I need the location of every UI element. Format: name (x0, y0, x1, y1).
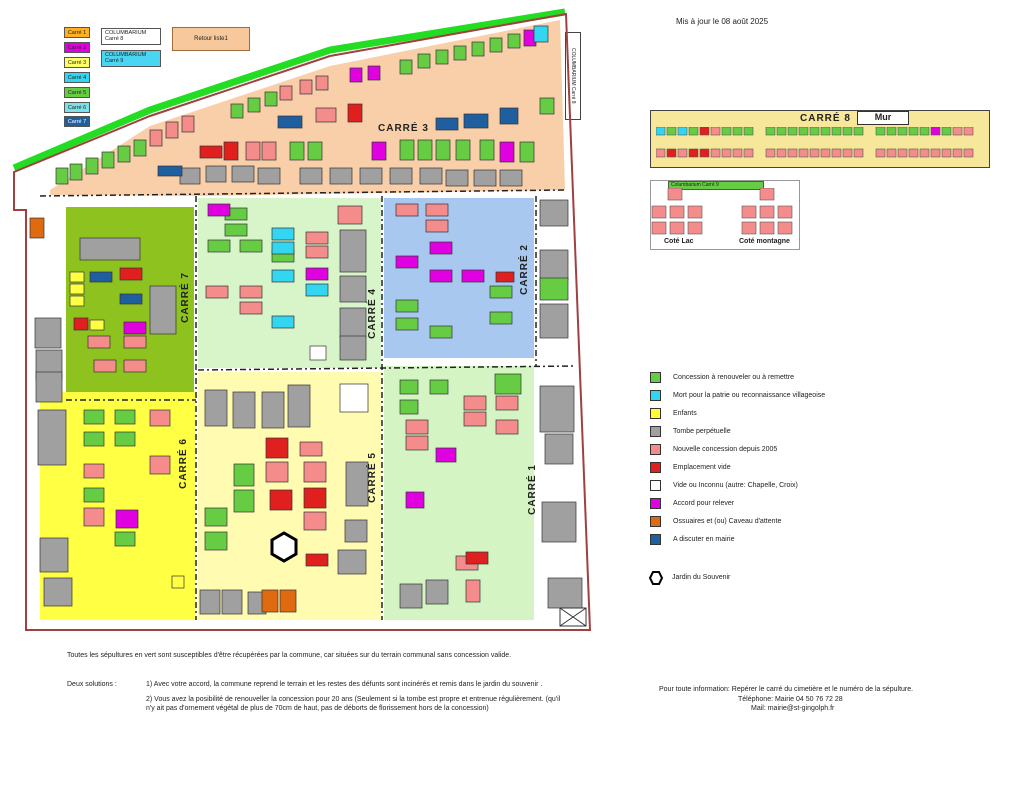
children-plots (69, 271, 185, 589)
footer-info1: Pour toute information: Repérer le carré… (659, 686, 914, 693)
legend-swatch (650, 516, 661, 527)
legend-jardin: Jardin du Souvenir (672, 574, 731, 581)
legend-label: Accord pour relever (673, 500, 735, 507)
label-carre1: CARRÉ 1 (527, 464, 538, 515)
carre8-panel (650, 110, 990, 168)
retour-button[interactable]: Retour liste1 (172, 27, 250, 51)
legend-ossuaires: Ossuaires et (ou) Caveau d'attente (650, 516, 781, 527)
chip-carre1[interactable]: Carré 1 (64, 27, 90, 38)
legend-label: Ossuaires et (ou) Caveau d'attente (673, 518, 782, 525)
carre9-montagne: Coté montagne (739, 238, 790, 245)
label-carre3: CARRÉ 3 (378, 123, 429, 134)
col8-line2: Carré 8 (105, 36, 124, 42)
col8-line1: COLUMBARIUM (105, 30, 147, 36)
col9-line2: Carré 9 (105, 58, 124, 64)
legend-swatch (650, 426, 661, 437)
chip-carre3[interactable]: Carré 3 (64, 57, 90, 68)
mur-label: Mur (857, 111, 909, 125)
legend-label: Vide ou Inconnu (autre: Chapelle, Croix) (673, 482, 798, 489)
chip-carre6[interactable]: Carré 6 (64, 102, 90, 113)
carre9-cells (651, 188, 793, 235)
legend-swatch (650, 372, 661, 383)
carre9-title: Columbarium Carré 9 (668, 181, 764, 190)
label-carre4: CARRÉ 4 (367, 288, 378, 339)
accord-plots (115, 29, 537, 529)
footer-sol2b: n'y ait pas d'ornement végétal de plus d… (146, 705, 489, 712)
renew-concessions (55, 33, 569, 551)
ossuaire-plots (29, 217, 297, 613)
legend-swatch (650, 480, 661, 491)
legend-swatch (650, 390, 661, 401)
new-concessions (83, 75, 519, 603)
legend-perpetuelle: Tombe perpétuelle (650, 426, 731, 437)
footer-sol1: 1) Avec votre accord, la commune reprend… (146, 681, 543, 688)
legend-vide: Emplacement vide (650, 462, 731, 473)
discuss-plots (89, 107, 519, 305)
legend-renew: Concession à renouveler ou à remettre (650, 372, 794, 383)
legend-label: Enfants (673, 410, 697, 417)
legend-discuter: A discuter en mairie (650, 534, 734, 545)
legend-label: Emplacement vide (673, 464, 731, 471)
chapel (339, 383, 369, 413)
footer-sol2a: 2) Vous avez la posibilité de renouvelle… (146, 696, 561, 703)
legend-swatch (650, 534, 661, 545)
chip-columbarium-9[interactable]: COLUMBARIUM Carré 9 (101, 50, 161, 67)
footer-line1: Toutes les sépultures en vert sont susce… (67, 652, 512, 659)
outer-wall (13, 12, 592, 631)
legend-inconnu: Vide ou Inconnu (autre: Chapelle, Croix) (650, 480, 798, 491)
legend-label: Mort pour la patrie ou reconnaissance vi… (673, 392, 826, 399)
legend-enfants: Enfants (650, 408, 697, 419)
label-carre2: CARRÉ 2 (519, 244, 530, 295)
legend-swatch (650, 444, 661, 455)
hedge (12, 8, 566, 172)
footer-info3: Mail: mairie@st-gingolph.fr (751, 705, 835, 712)
legend-swatch (650, 408, 661, 419)
legend-swatch (650, 462, 661, 473)
cross-plot (309, 345, 327, 361)
legend-label: Nouvelle concession depuis 2005 (673, 446, 778, 453)
chip-carre7[interactable]: Carré 7 (64, 116, 90, 127)
legend-label: Tombe perpétuelle (673, 428, 731, 435)
label-carre5: CARRÉ 5 (367, 452, 378, 503)
chip-carre2[interactable]: Carré 2 (64, 42, 90, 53)
empty-plots (73, 103, 515, 567)
jardin-hexagon-icon (648, 571, 664, 585)
chip-columbarium-8[interactable]: COLUMBARIUM Carré 8 (101, 28, 161, 45)
zone-borders (39, 189, 576, 620)
legend-label: A discuter en mairie (673, 536, 735, 543)
label-carre7: CARRÉ 7 (180, 272, 191, 323)
legend-accord: Accord pour relever (650, 498, 734, 509)
updated-date: Mis à jour le 08 août 2025 (676, 17, 769, 26)
legend-patrie: Mort pour la patrie ou reconnaissance vi… (650, 390, 825, 401)
patrie-plots (271, 25, 549, 329)
label-carre6: CARRÉ 6 (178, 438, 189, 489)
legend-label: Concession à renouveler ou à remettre (673, 374, 795, 381)
carre8-cells (656, 127, 974, 158)
legend-swatch (650, 498, 661, 509)
cemetery-map (12, 8, 592, 631)
jardin-souvenir-map (270, 531, 298, 563)
perpetual-tombs (34, 165, 583, 615)
chip-carre4[interactable]: Carré 4 (64, 72, 90, 83)
footer-info2: Téléphone: Mairie 04 50 76 72 28 (738, 696, 843, 703)
footer-solutions: Deux solutions : (67, 681, 117, 688)
legend-nouvelle: Nouvelle concession depuis 2005 (650, 444, 777, 455)
carre9-lac: Coté Lac (664, 238, 694, 245)
chip-carre5[interactable]: Carré 5 (64, 87, 90, 98)
label-carre8: CARRÉ 8 (800, 113, 851, 124)
col9-line1: COLUMBARIUM (105, 52, 147, 58)
